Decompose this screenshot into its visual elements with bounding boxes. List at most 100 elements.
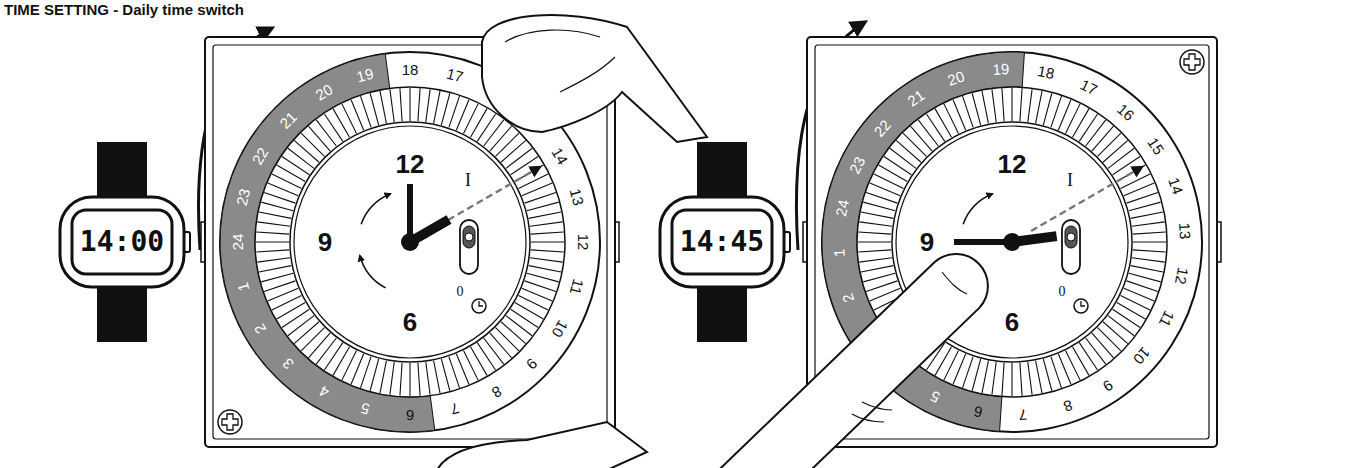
segment-tooth [1022, 362, 1039, 395]
segment-tooth [1126, 281, 1159, 292]
watch-display [72, 210, 172, 274]
segment-tooth [515, 303, 544, 320]
clock-face [294, 126, 526, 358]
switching-segments [256, 88, 564, 396]
segment-tooth [360, 357, 371, 388]
segment-tooth [935, 345, 952, 378]
segment-tooth [1014, 363, 1029, 396]
segment-tooth [390, 362, 394, 395]
segment-tooth [866, 275, 897, 297]
switch-on-mark: I [465, 171, 471, 189]
segment-tooth [1128, 273, 1161, 282]
segment-tooth [464, 104, 479, 134]
segment-tooth [261, 202, 293, 211]
segment-tooth [282, 156, 309, 174]
segment-tooth [282, 309, 309, 327]
segment-tooth [522, 183, 552, 196]
hour-number: 12 [576, 234, 591, 251]
hour-number: 6 [406, 408, 414, 423]
segment-tooth [333, 347, 350, 376]
auto-symbol [472, 299, 486, 313]
segment-tooth [1133, 246, 1166, 257]
screw [218, 410, 242, 434]
segment-tooth [858, 244, 891, 259]
segment-tooth [256, 250, 289, 252]
segment-tooth [261, 273, 293, 282]
segment-tooth [501, 140, 526, 162]
segment-tooth [1108, 144, 1134, 173]
switch-knob-dot [465, 233, 473, 241]
switch-knob [463, 226, 475, 248]
segment-tooth [506, 148, 532, 168]
segment-tooth [259, 212, 291, 218]
segment-tooth [859, 220, 892, 229]
segment-tooth [418, 88, 420, 121]
direction-arrow [360, 255, 386, 287]
segment-tooth [1121, 169, 1151, 194]
segment-tooth [301, 133, 324, 156]
segment-tooth [409, 363, 410, 396]
segment-tooth [982, 361, 988, 393]
segment-tooth [477, 343, 495, 370]
segment-tooth [859, 252, 892, 269]
segment-tooth [490, 333, 512, 358]
segment-tooth [529, 212, 561, 218]
hand-hub [401, 233, 419, 251]
segment-tooth [268, 288, 298, 301]
segment-tooth [324, 114, 342, 141]
segment-tooth [511, 156, 538, 174]
segment-tooth [1094, 328, 1124, 351]
segment-tooth [1119, 296, 1152, 311]
segment-tooth [1075, 343, 1102, 370]
hour-number: 24 [833, 199, 851, 218]
segment-tooth [456, 354, 469, 384]
segment-tooth [531, 241, 564, 242]
title: TIME SETTING - Daily time switch [4, 2, 244, 17]
segment-tooth [272, 174, 302, 189]
segment-tooth [259, 266, 291, 272]
segment-tooth [324, 343, 342, 370]
segment-tooth [333, 109, 350, 138]
hour-number: 1 [832, 249, 848, 258]
segment-tooth [1110, 309, 1142, 327]
segment-tooth [288, 316, 314, 336]
segment-tooth [434, 361, 440, 393]
time-switch [720, 19, 1236, 468]
direction-arrow [963, 194, 992, 224]
segment-tooth [1045, 357, 1067, 388]
segment-tooth [525, 281, 556, 292]
clock-numeral: 9 [920, 229, 934, 255]
segment-tooth [426, 89, 430, 122]
segment-tooth [370, 359, 379, 391]
wrist-watch [660, 142, 790, 342]
segment-tooth [301, 328, 324, 351]
segment-tooth [962, 356, 973, 389]
segment-tooth [861, 260, 893, 278]
auto-symbol [1074, 299, 1088, 313]
segment-tooth [1006, 363, 1019, 396]
time-pointer [1031, 167, 1142, 231]
segment-tooth [316, 338, 336, 364]
segment-tooth [360, 96, 371, 127]
switch-knob [1065, 226, 1077, 248]
segment-tooth [511, 309, 538, 327]
segment-tooth [496, 328, 519, 351]
segment-tooth [863, 202, 896, 211]
segment-tooth [877, 165, 910, 182]
wrist-watch [60, 142, 190, 342]
segment-tooth [893, 140, 924, 162]
segment-tooth [976, 91, 994, 123]
segment-tooth [1132, 216, 1165, 233]
segment-tooth [1016, 88, 1027, 121]
segment-tooth [308, 126, 330, 151]
segment-tooth [400, 88, 402, 121]
segment-tooth [519, 296, 549, 311]
hour-number: 12 [1173, 266, 1191, 285]
segment-tooth [1026, 89, 1035, 122]
direction-arrow [361, 194, 390, 224]
hour-number: 19 [992, 61, 1010, 77]
segment-tooth [1079, 111, 1097, 143]
segment-tooth [530, 222, 563, 226]
segment-tooth [1086, 117, 1106, 149]
finger-crease [852, 272, 967, 422]
